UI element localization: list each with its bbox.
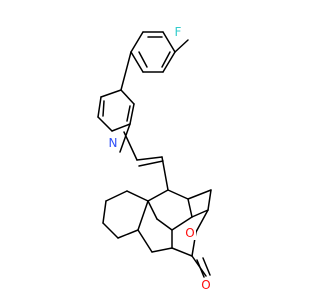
bond-47: [196, 259, 205, 278]
bond-23: [161, 156, 169, 191]
bond-5: [162, 31, 176, 53]
bond-1: [130, 31, 144, 53]
bond-21: [136, 156, 163, 161]
bond-43: [195, 209, 209, 233]
bond-36: [137, 229, 153, 253]
bond-39: [171, 247, 193, 257]
bond-9: [174, 39, 189, 53]
bond-8: [161, 51, 171, 68]
bond-30: [126, 190, 149, 202]
bond-10: [120, 51, 132, 91]
bond-11: [100, 89, 122, 98]
atom-F: F: [172, 25, 184, 39]
bond-18: [126, 105, 131, 122]
bond-22: [138, 160, 164, 167]
nitrogen-label: N: [109, 136, 118, 150]
bond-20: [123, 131, 138, 161]
bonds: [97, 31, 212, 278]
atom-O-carbonyl: O: [200, 278, 212, 292]
bond-37: [151, 247, 173, 253]
bond-28: [147, 200, 158, 220]
fluorine-label: F: [175, 25, 182, 39]
bond-2: [130, 51, 144, 73]
bond-17: [102, 100, 105, 117]
bond-33: [102, 222, 119, 239]
atom-O-ring: O: [184, 226, 196, 240]
bond-16: [120, 89, 135, 105]
bond-26: [171, 216, 193, 231]
bond-12: [97, 96, 102, 118]
ring-oxygen-label: O: [185, 226, 194, 240]
bond-35: [137, 200, 149, 231]
bond-45: [187, 189, 212, 200]
bond-46: [202, 257, 211, 276]
bond-7: [138, 51, 148, 68]
atom-labels: F N O O: [107, 25, 212, 292]
bond-4: [162, 51, 176, 73]
molecule-structure: F N O O: [97, 25, 212, 292]
bond-25: [187, 198, 193, 218]
bond-34: [117, 229, 139, 239]
bond-24: [167, 189, 189, 200]
carbonyl-oxygen-label: O: [201, 278, 210, 292]
bond-41: [191, 209, 209, 218]
bond-13: [97, 116, 113, 132]
bond-32: [102, 200, 107, 224]
bond-29: [147, 189, 169, 202]
bond-15: [129, 103, 135, 125]
bond-42: [207, 189, 212, 211]
bond-19: [119, 123, 131, 153]
atom-N: N: [107, 136, 119, 150]
bond-14: [111, 123, 131, 132]
bond-31: [105, 190, 128, 202]
bond-27: [156, 218, 173, 231]
